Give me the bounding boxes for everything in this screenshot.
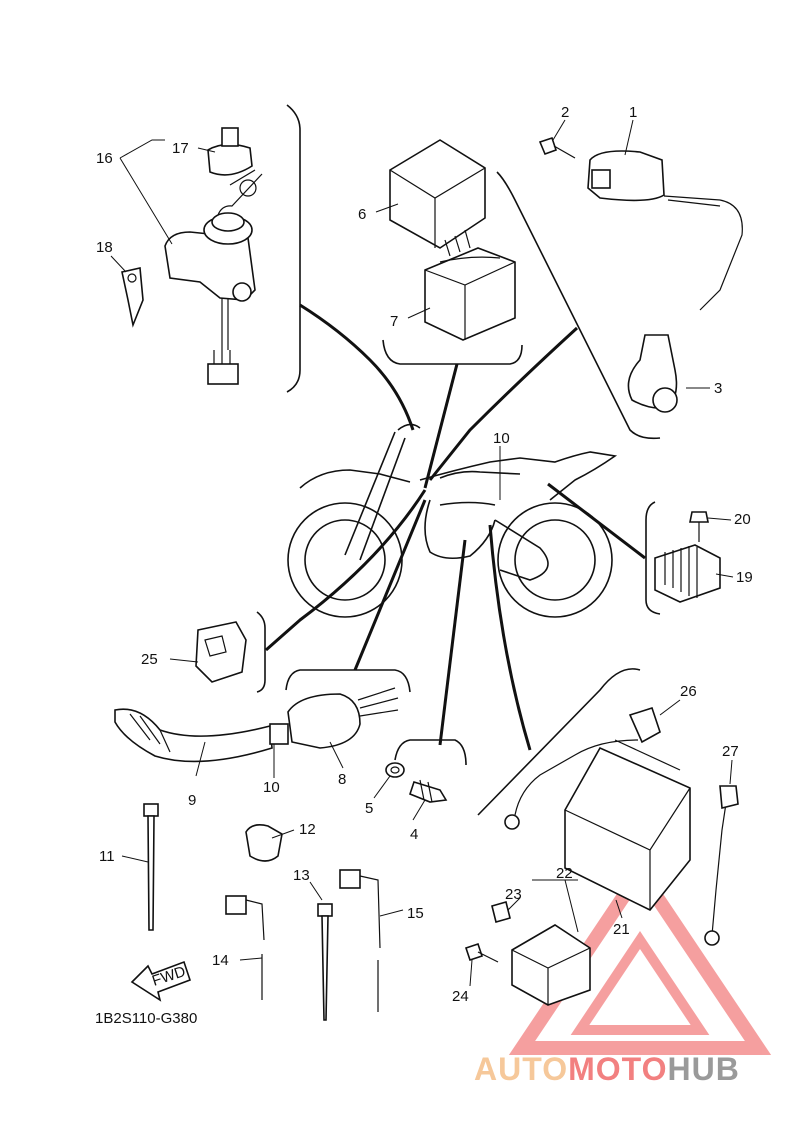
main-switch [164, 169, 263, 385]
cdi-unit [389, 139, 486, 257]
regulator-bolt [689, 511, 709, 542]
callout-6: 6 [358, 206, 366, 223]
section-frames [256, 104, 661, 816]
neutral-switch [409, 779, 448, 803]
spark-plug-cap [627, 334, 678, 413]
clip-23 [491, 901, 511, 923]
callout-4: 4 [410, 826, 418, 843]
callout-25: 25 [141, 651, 158, 668]
callout-14: 14 [212, 952, 229, 969]
brand-part-hub: HUB [667, 1051, 739, 1087]
band-13 [317, 903, 333, 1021]
battery-lead-27 [704, 785, 739, 946]
callout-24: 24 [452, 988, 469, 1005]
wire-harness [114, 687, 399, 763]
main-switch-cap [207, 127, 253, 176]
callout-3: 3 [714, 380, 722, 397]
callout-11: 11 [99, 848, 115, 865]
callout-8: 8 [338, 771, 346, 788]
bolt-24 [464, 942, 499, 963]
callout-21: 21 [613, 921, 630, 938]
watermark-brand: AUTOMOTOHUB [474, 1051, 740, 1087]
callout-9: 9 [188, 792, 196, 809]
callout-12: 12 [299, 821, 316, 838]
cdi-rubber-holder [424, 247, 516, 341]
ignition-coil [587, 150, 743, 311]
clamp-12 [245, 824, 283, 862]
relay [195, 621, 247, 683]
callout-20: 20 [734, 511, 751, 528]
callout-22: 22 [556, 865, 573, 882]
callout-16: 16 [96, 150, 113, 167]
rectifier-regulator [654, 544, 721, 603]
callout-2: 2 [561, 104, 569, 121]
battery [564, 739, 691, 912]
forward-arrow-icon: FWD [130, 960, 192, 1002]
cable-tie-11 [143, 803, 159, 931]
callout-23: 23 [505, 886, 522, 903]
callout-leaders [110, 119, 734, 987]
callout-5: 5 [365, 800, 373, 817]
callout-17: 17 [172, 140, 189, 157]
callout-27: 27 [722, 743, 739, 760]
callout-13: 13 [293, 867, 310, 884]
battery-box-22 [511, 924, 591, 1006]
brand-part-auto: AUTO [474, 1051, 568, 1087]
callout-10-harness: 10 [263, 779, 280, 796]
callout-26: 26 [680, 683, 697, 700]
gasket [385, 762, 405, 778]
callout-18: 18 [96, 239, 113, 256]
callout-15: 15 [407, 905, 424, 922]
motorcycle-outline [287, 423, 618, 618]
callout-19: 19 [736, 569, 753, 586]
svg-text:AUTOMOTOHUB: AUTOMOTOHUB [474, 1051, 740, 1087]
lead-14 [225, 895, 265, 1000]
brand-part-moto: MOTO [568, 1051, 667, 1087]
callout-1: 1 [629, 104, 637, 121]
diagram-code: 1B2S110-G380 [95, 1010, 197, 1027]
callout-10-bike: 10 [493, 430, 510, 447]
battery-lead-26 [504, 706, 661, 830]
callout-7: 7 [390, 313, 398, 330]
key-blank [121, 267, 144, 328]
coil-bolt [538, 136, 576, 159]
callout-labels: 1 2 3 4 5 6 7 8 9 10 10 11 12 13 14 15 1… [96, 104, 753, 1005]
lead-15 [339, 869, 381, 1012]
leader-wires [265, 303, 646, 751]
